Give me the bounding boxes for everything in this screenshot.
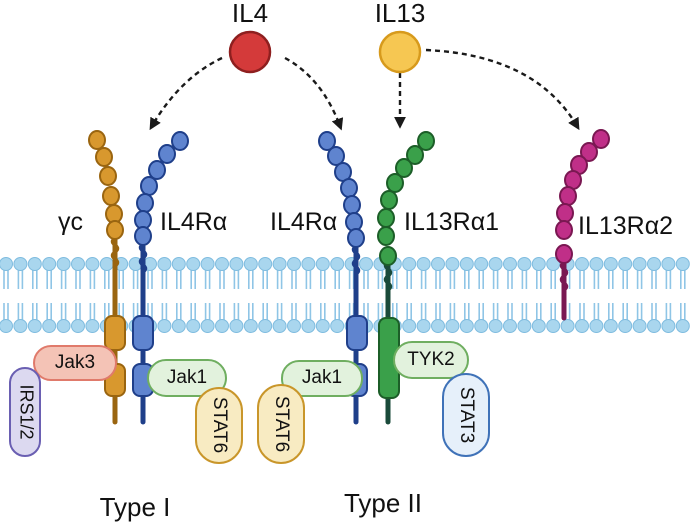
jak1-type2-label: Jak1	[302, 367, 342, 388]
receptor-gamma-c	[88, 130, 126, 425]
jak1-type2: Jak1	[281, 360, 363, 397]
cell-membrane	[0, 257, 690, 333]
lipid-pair	[200, 257, 215, 333]
tyk2-label: TYK2	[407, 349, 455, 370]
lipid-pair	[56, 257, 71, 333]
lipid-pair	[589, 257, 604, 333]
ligand-il13-label: IL13	[375, 0, 426, 28]
lipid-pair	[445, 257, 460, 333]
lipid-pair	[330, 257, 345, 333]
lipid-pair	[13, 257, 28, 333]
receptor-label-gamma-c: γc	[58, 208, 83, 236]
jak1-type1-label: Jak1	[167, 367, 207, 388]
lipid-pair	[402, 257, 417, 333]
receptor-il13ra2	[555, 129, 610, 321]
tyk2: TYK2	[393, 341, 469, 379]
lipid-pair	[85, 257, 100, 333]
jak3: Jak3	[33, 345, 117, 381]
lipid-pair	[603, 257, 618, 333]
lipid-pair	[186, 257, 201, 333]
stat3: STAT3	[442, 373, 490, 457]
receptor-label-il4ra-1: IL4Rα	[160, 208, 227, 236]
lipid-pair	[517, 257, 532, 333]
lipid-pair	[243, 257, 258, 333]
lipid-pair	[661, 257, 676, 333]
lipid-pair	[474, 257, 489, 333]
complex-label-type1: Type I	[100, 492, 171, 522]
lipid-pair	[258, 257, 273, 333]
receptor-il13ra1	[377, 131, 435, 425]
stat3-label: STAT3	[456, 387, 477, 443]
jak3-label: Jak3	[55, 352, 95, 373]
lipid-pair	[171, 257, 186, 333]
lipid-pair	[416, 257, 431, 333]
ligand-il4: IL4	[228, 0, 272, 74]
receptor-il4ra-1	[132, 131, 189, 425]
lipid-pair	[618, 257, 633, 333]
stat6-type2: STAT6	[257, 384, 305, 464]
receptors	[88, 129, 610, 425]
arrow-il4-to-type2	[284, 56, 344, 131]
lipid-pair	[71, 257, 85, 333]
lipid-pair	[546, 257, 561, 333]
lipid-pair	[272, 257, 287, 333]
irs: IRS1/2	[9, 367, 41, 457]
ligand-il13: IL13	[375, 0, 426, 74]
lipid-pair	[459, 257, 474, 333]
lipid-pair	[157, 257, 172, 333]
lipid-pair	[301, 257, 316, 333]
lipid-pair	[0, 257, 13, 333]
lipid-pair	[315, 257, 330, 333]
lipid-pair	[503, 257, 517, 333]
jak1-type1: Jak1	[147, 359, 227, 397]
lipid-pair	[42, 257, 57, 333]
stat6-type1: STAT6	[195, 387, 243, 464]
lipid-pair	[531, 257, 546, 333]
lipid-pair	[575, 257, 589, 333]
receptor-label-il4ra-2: IL4Rα	[270, 208, 337, 236]
lipid-pair	[488, 257, 503, 333]
lipid-pair	[27, 257, 42, 333]
lipid-pair	[675, 257, 690, 333]
receptor-label-il13ra1: IL13Rα1	[404, 208, 499, 236]
lipid-pair	[632, 257, 647, 333]
lipid-pair	[287, 257, 301, 333]
arrow-il4-to-type1	[149, 56, 223, 131]
lipid-pair	[647, 257, 661, 333]
lipid-pair	[215, 257, 229, 333]
irs-label: IRS1/2	[16, 384, 36, 439]
stat6-type2-label: STAT6	[271, 396, 292, 452]
lipid-pair	[229, 257, 244, 333]
ligand-il4-label: IL4	[232, 0, 268, 28]
binding-arrows	[149, 48, 580, 131]
complex-label-type2: Type II	[344, 488, 422, 518]
stat6-type1-label: STAT6	[209, 397, 230, 453]
receptor-label-il13ra2: IL13Rα2	[578, 212, 673, 240]
lipid-pair	[431, 257, 445, 333]
arrow-il13-to-il13ra2	[425, 48, 580, 131]
